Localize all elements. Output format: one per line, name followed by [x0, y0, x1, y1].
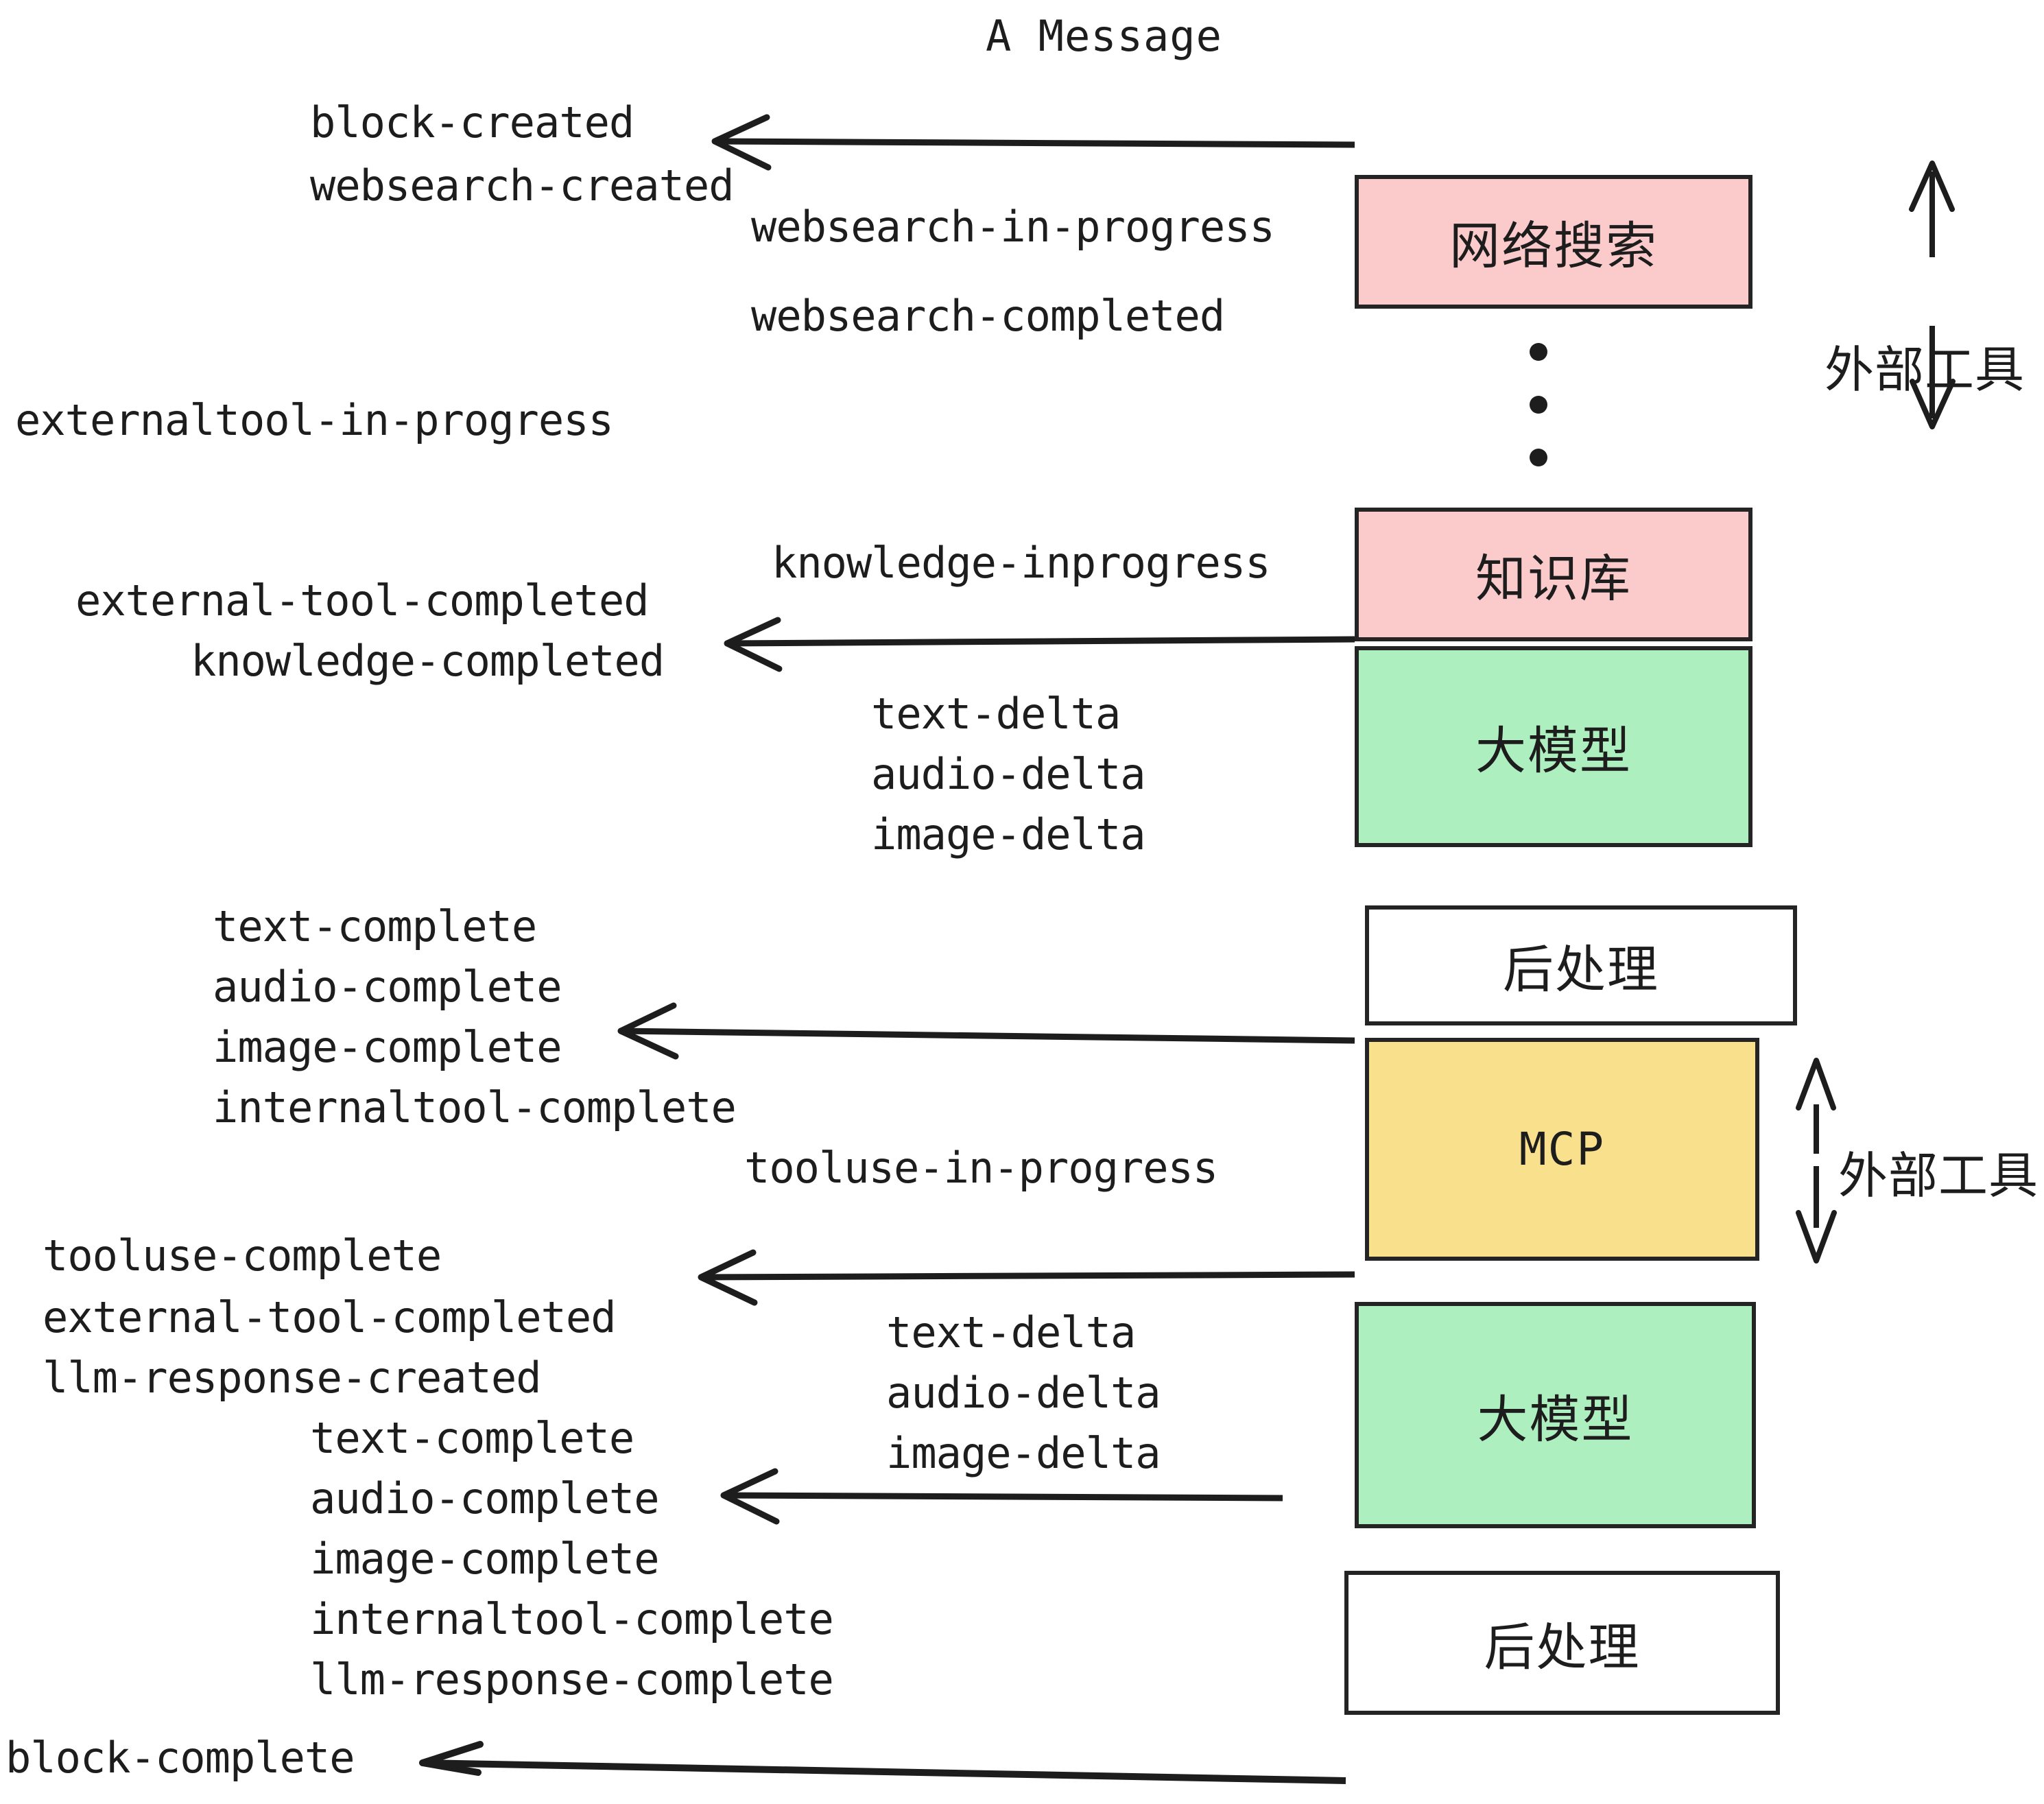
box-llm-2[interactable]: 大模型: [1355, 1302, 1756, 1528]
event-externaltool-in-progress: externaltool-in-progress: [15, 395, 614, 445]
dot-2: [1530, 396, 1547, 414]
box-mcp-label: MCP: [1519, 1123, 1606, 1176]
annotation-external-tools-bottom: 外部工具: [1838, 1147, 2039, 1204]
event-image-delta-2: image-delta: [886, 1428, 1161, 1478]
event-image-complete-2: image-complete: [310, 1534, 660, 1584]
event-tooluse-in-progress: tooluse-in-progress: [744, 1143, 1218, 1193]
arrow-websearch-to-created: [711, 114, 1355, 171]
event-audio-delta-2: audio-delta: [886, 1368, 1161, 1418]
event-image-complete-1: image-complete: [213, 1022, 562, 1072]
event-block-created: block-created: [310, 97, 634, 147]
box-llm-2-label: 大模型: [1477, 1390, 1634, 1449]
box-websearch-label: 网络搜索: [1449, 217, 1658, 276]
box-postprocess-2-label: 后处理: [1484, 1617, 1641, 1677]
event-websearch-completed: websearch-completed: [751, 291, 1225, 341]
box-postprocess-1-label: 后处理: [1503, 940, 1659, 999]
arrow-post2-to-block-complete: [419, 1741, 1346, 1784]
event-audio-complete-2: audio-complete: [310, 1473, 660, 1523]
event-external-tool-completed-2: external-tool-completed: [43, 1292, 617, 1342]
vertical-ellipsis-icon: [1528, 343, 1549, 466]
event-audio-complete-1: audio-complete: [213, 962, 562, 1012]
event-tooluse-complete: tooluse-complete: [43, 1231, 442, 1281]
event-websearch-in-progress: websearch-in-progress: [751, 202, 1275, 252]
box-postprocess-2[interactable]: 后处理: [1344, 1571, 1780, 1715]
page-title: A Message: [986, 11, 1222, 61]
event-knowledge-inprogress: knowledge-inprogress: [772, 538, 1271, 588]
box-mcp[interactable]: MCP: [1365, 1038, 1759, 1261]
dot-3: [1530, 449, 1547, 466]
event-websearch-created: websearch-created: [310, 161, 735, 211]
event-internaltool-complete-1: internaltool-complete: [213, 1082, 737, 1132]
box-knowledge[interactable]: 知识库: [1355, 508, 1752, 641]
dot-1: [1530, 343, 1547, 361]
event-text-delta-2: text-delta: [886, 1307, 1136, 1357]
box-knowledge-label: 知识库: [1475, 549, 1632, 608]
box-websearch[interactable]: 网络搜索: [1355, 175, 1752, 309]
arrow-mcp-to-tooluse-complete: [698, 1249, 1355, 1306]
annotation-external-tools-top: 外部工具: [1825, 341, 2025, 399]
event-text-delta-1: text-delta: [871, 689, 1121, 739]
arrow-knowledge-to-completed: [724, 617, 1355, 672]
event-llm-response-created: llm-response-created: [43, 1353, 542, 1403]
box-postprocess-1[interactable]: 后处理: [1365, 905, 1797, 1025]
event-text-complete-2: text-complete: [310, 1413, 634, 1463]
event-text-complete-1: text-complete: [213, 901, 537, 951]
event-image-delta-1: image-delta: [871, 809, 1146, 859]
event-internaltool-complete-2: internaltool-complete: [310, 1594, 834, 1644]
arrow-post1-to-image-complete: [617, 1002, 1355, 1060]
arrow-llm2-to-audio-complete: [720, 1468, 1283, 1525]
box-llm-1[interactable]: 大模型: [1355, 646, 1752, 847]
event-knowledge-completed: knowledge-completed: [191, 636, 665, 686]
box-llm-1-label: 大模型: [1475, 722, 1632, 781]
event-external-tool-completed-1: external-tool-completed: [75, 575, 650, 626]
event-llm-response-complete: llm-response-complete: [310, 1654, 834, 1705]
external-tools-bottom-double-arrow: [1796, 1058, 1837, 1263]
event-block-complete: block-complete: [5, 1733, 355, 1783]
event-audio-delta-1: audio-delta: [871, 749, 1146, 799]
